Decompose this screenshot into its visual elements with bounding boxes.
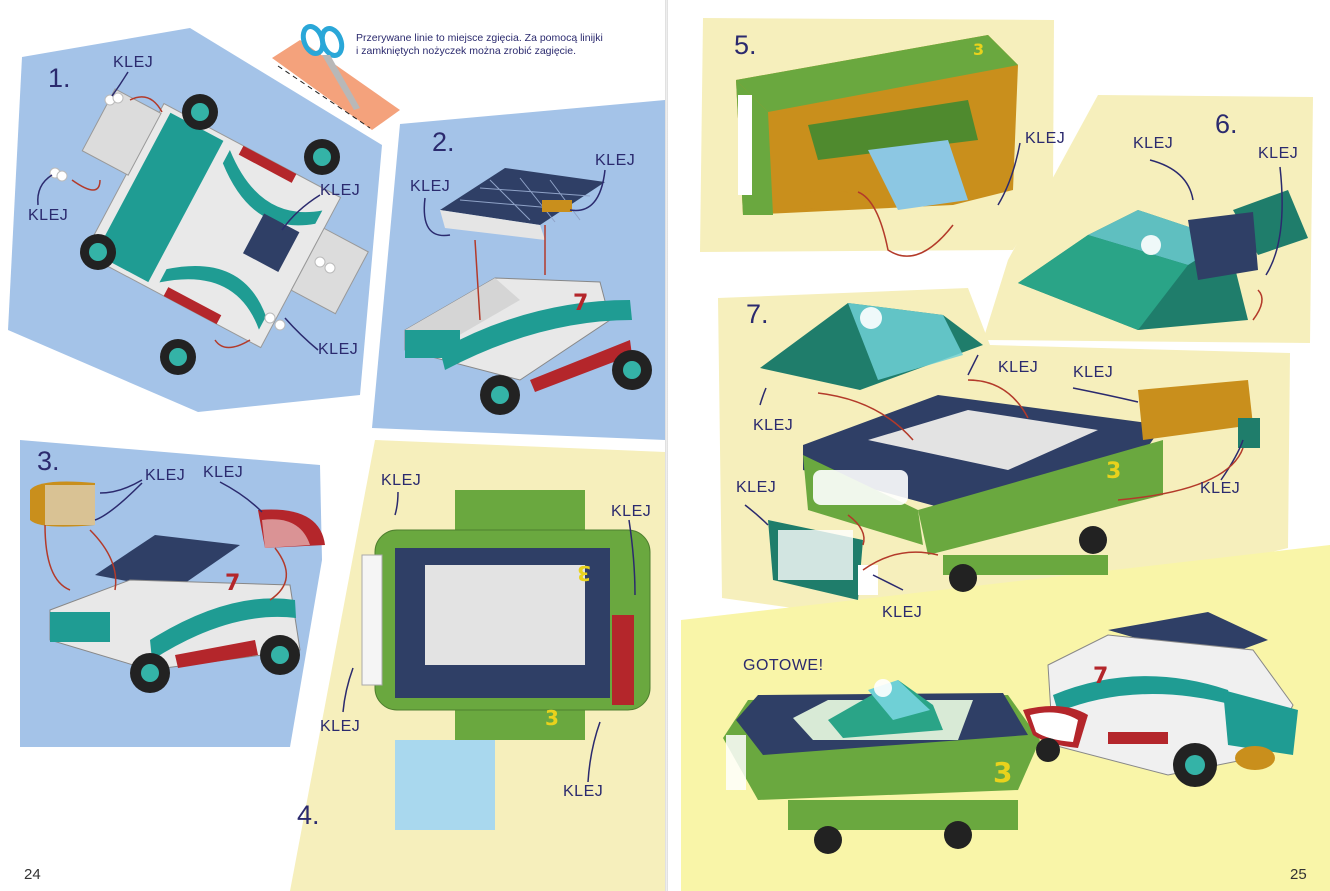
- step-5-number: 5.: [734, 30, 757, 60]
- svg-text:7: 7: [225, 571, 240, 596]
- step5-car-body: 3: [736, 35, 1018, 215]
- white-car-number: 7: [1093, 664, 1108, 689]
- step7-arrows: [744, 354, 1244, 591]
- step-1-number: 1.: [48, 63, 71, 93]
- finished-green-car: 3: [723, 679, 1040, 854]
- step2-solar-panel: [440, 168, 605, 240]
- step6-arrows: [1149, 159, 1283, 321]
- note-line-2: i zamkniętych nożyczek można zrobić zagi…: [356, 45, 577, 57]
- step-3-number: 3.: [37, 446, 60, 476]
- finished-white-car: 7: [1023, 612, 1298, 787]
- left-illustrations: 7 7: [8, 23, 665, 891]
- step-7-label-glue: KLEJ: [882, 604, 923, 621]
- step-7-label-glue: KLEJ: [736, 479, 777, 496]
- step1-glue-marks: [49, 92, 336, 331]
- svg-text:3: 3: [577, 561, 591, 585]
- svg-text:3: 3: [1106, 459, 1121, 484]
- step4-car-net: 3 3: [361, 490, 651, 830]
- step5-arrows: [857, 142, 1021, 257]
- folding-instruction-note: Przerywane linie to miejsce zgięcia. Za …: [356, 32, 603, 58]
- step3-car: 7: [49, 535, 301, 693]
- step6-canopy: [1018, 190, 1308, 330]
- step-5-label-glue: KLEJ: [1025, 130, 1066, 147]
- step-7-label-glue: KLEJ: [998, 359, 1039, 376]
- svg-text:7: 7: [573, 291, 588, 316]
- finished-label: GOTOWE!: [743, 657, 824, 674]
- right-illustrations: 3: [681, 18, 1330, 891]
- step-3-label-glue: KLEJ: [203, 464, 244, 481]
- step-4-label-glue: KLEJ: [563, 783, 604, 800]
- left-page: 7 7: [8, 23, 665, 891]
- step-3-label-glue: KLEJ: [145, 467, 186, 484]
- step7-side-parts: [768, 380, 1260, 600]
- green-car-number: 3: [993, 756, 1012, 789]
- svg-text:3: 3: [545, 706, 559, 730]
- step-7-label-glue: KLEJ: [753, 417, 794, 434]
- step2-arrows: [423, 169, 606, 321]
- step-7-label-glue: KLEJ: [1073, 364, 1114, 381]
- step-1-label-glue: KLEJ: [320, 182, 361, 199]
- step3-parts: [30, 481, 325, 548]
- step-4-label-glue: KLEJ: [611, 503, 652, 520]
- page-number-left: 24: [24, 866, 41, 883]
- step7-car-body: 3: [803, 395, 1163, 592]
- step-4-label-glue: KLEJ: [320, 718, 361, 735]
- step-1-label-glue: KLEJ: [113, 54, 154, 71]
- step1-wheels: [80, 94, 340, 375]
- ruler-scissors-illustration: [272, 23, 400, 130]
- step-2-number: 2.: [432, 127, 455, 157]
- step1-arrows: [37, 71, 321, 351]
- step-4-label-glue: KLEJ: [381, 472, 422, 489]
- step-7-number: 7.: [746, 299, 769, 329]
- step-4-number: 4.: [297, 800, 320, 830]
- step-2-label-glue: KLEJ: [595, 152, 636, 169]
- page-number-right: 25: [1290, 866, 1307, 883]
- step7-canopy-top: [760, 303, 983, 390]
- step-2-label-glue: KLEJ: [410, 178, 451, 195]
- note-line-1: Przerywane linie to miejsce zgięcia. Za …: [356, 32, 603, 44]
- step-6-label-glue: KLEJ: [1258, 145, 1299, 162]
- step3-arrows: [44, 479, 288, 601]
- right-page: 3: [668, 0, 1330, 891]
- step-1-label-glue: KLEJ: [28, 207, 69, 224]
- book-gutter: [665, 0, 668, 891]
- svg-text:3: 3: [973, 40, 984, 59]
- step1-car-net: [81, 88, 369, 349]
- step2-car: 7: [404, 277, 652, 415]
- step-6-number: 6.: [1215, 109, 1238, 139]
- step4-arrows: [342, 491, 636, 783]
- step-6-label-glue: KLEJ: [1133, 135, 1174, 152]
- step-7-label-glue: KLEJ: [1200, 480, 1241, 497]
- step-1-label-glue: KLEJ: [318, 341, 359, 358]
